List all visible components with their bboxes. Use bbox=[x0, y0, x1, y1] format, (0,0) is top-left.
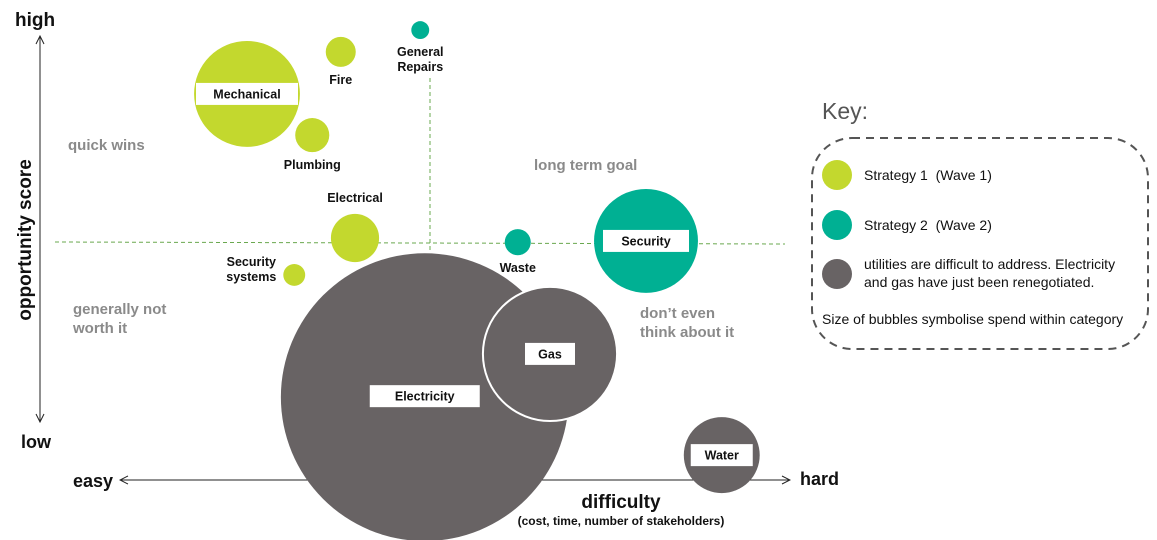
bubble-label-box-electricity bbox=[369, 385, 480, 408]
quadrant-not-worth-it-line2: worth it bbox=[72, 320, 127, 337]
bubble-label-fire: Fire bbox=[329, 73, 352, 87]
bubble-label-box-security bbox=[603, 229, 689, 252]
legend-label-utilities-line2: and gas have just been renegotiated. bbox=[864, 274, 1094, 290]
legend-label-strategy-1: Strategy 1 (Wave 1) bbox=[864, 167, 992, 183]
legend-swatch-utilities bbox=[822, 259, 852, 289]
bubble-label-mechanical: Mechanical bbox=[213, 87, 280, 101]
bubble-waste bbox=[504, 229, 531, 256]
quadrant-dont-think-line1: don’t even bbox=[640, 305, 715, 322]
x-axis-easy-label: easy bbox=[73, 471, 113, 491]
legend-note: Size of bubbles symbolise spend within c… bbox=[822, 311, 1123, 327]
bubble-label-electricity: Electricity bbox=[395, 390, 455, 404]
bubble-label-plumbing: Plumbing bbox=[284, 158, 341, 172]
x-axis-title: difficulty bbox=[581, 492, 661, 513]
y-axis-low-label: low bbox=[21, 432, 52, 452]
bubble-label-box-gas bbox=[525, 342, 575, 365]
legend-border bbox=[811, 137, 1149, 350]
bubble-security-systems bbox=[283, 263, 306, 286]
bubble-label-box-water bbox=[690, 444, 753, 467]
bubble-label-security: Security bbox=[621, 234, 670, 248]
bubble-label-electrical: Electrical bbox=[327, 191, 383, 205]
quadrant-quick-wins: quick wins bbox=[68, 137, 145, 154]
bubble-electrical bbox=[330, 213, 380, 263]
bubble-plumbing bbox=[295, 118, 330, 153]
quadrant-dont-think-line2: think about it bbox=[640, 324, 734, 341]
bubble-general-repairs bbox=[411, 21, 430, 40]
legend-label-utilities-line1: utilities are difficult to address. Elec… bbox=[864, 256, 1115, 272]
opportunity-threshold-line bbox=[54, 241, 786, 245]
quadrant-not-worth-it-line1: generally not bbox=[73, 301, 166, 318]
legend-title: Key: bbox=[822, 98, 868, 124]
x-axis-hard-label: hard bbox=[800, 469, 839, 489]
legend: Key: Strategy 1 (Wave 1) Strategy 2 (Wav… bbox=[811, 98, 1149, 350]
bubble-fire bbox=[325, 36, 356, 67]
y-axis-high-label: high bbox=[15, 10, 55, 31]
y-axis-title: opportunity score bbox=[15, 159, 36, 321]
legend-swatch-strategy-1 bbox=[822, 160, 852, 190]
legend-swatch-strategy-2 bbox=[822, 210, 852, 240]
bubble-label-gas: Gas bbox=[538, 347, 562, 361]
legend-label-strategy-2: Strategy 2 (Wave 2) bbox=[864, 217, 992, 233]
bubble-label-box-mechanical bbox=[196, 82, 298, 105]
bubble-label-water: Water bbox=[705, 449, 739, 463]
quadrant-long-term-goal: long term goal bbox=[534, 157, 637, 174]
x-axis-subtitle: (cost, time, number of stakeholders) bbox=[518, 514, 725, 528]
bubble-label-waste: Waste bbox=[500, 261, 536, 275]
